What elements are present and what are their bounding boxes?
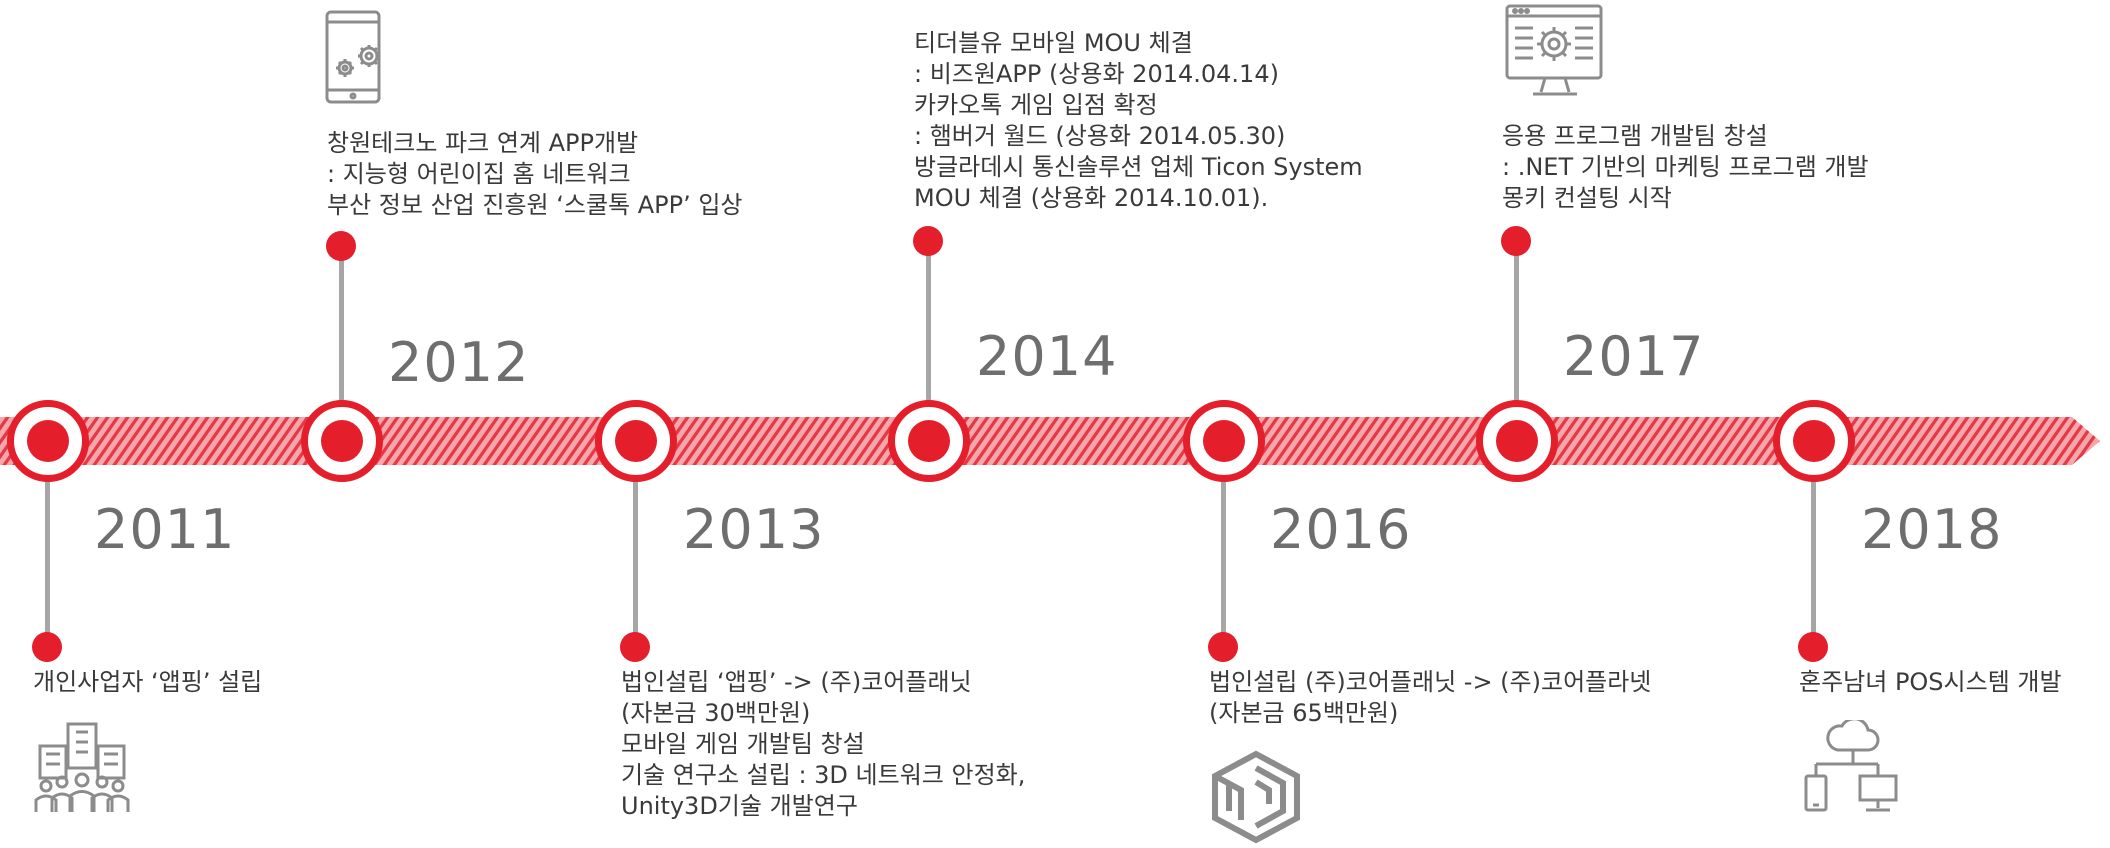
cube-logo-icon [1211, 750, 1301, 848]
marker-2016 [1183, 400, 1265, 482]
desc-2014: 티더블유 모바일 MOU 체결 : 비즈원APP (상용화 2014.04.14… [914, 28, 1363, 214]
dot-2017 [1501, 226, 1531, 256]
desc-2012: 창원테크노 파크 연계 APP개발 : 지능형 어린이집 홈 네트워크 부산 정… [327, 128, 743, 221]
stem-2011 [45, 478, 50, 648]
marker-2018 [1773, 400, 1855, 482]
stem-2018 [1811, 478, 1816, 648]
desc-line: : 지능형 어린이집 홈 네트워크 [327, 160, 631, 188]
desc-line: : 햄버거 월드 (상용화 2014.05.30) [914, 122, 1286, 150]
desc-line: Unity3D기술 개발연구 [621, 792, 858, 820]
year-2011: 2011 [94, 498, 236, 561]
desc-2016: 법인설립 (주)코어플래닛 -> (주)코어플라넷 (자본금 65백만원) [1209, 667, 1651, 729]
stem-2012 [339, 245, 344, 413]
dot-2011 [32, 632, 62, 662]
desc-2011: 개인사업자 ‘앱핑’ 설립 [33, 667, 262, 698]
dot-2012 [326, 231, 356, 261]
year-2016: 2016 [1270, 498, 1412, 561]
tablet-gears-icon [325, 10, 405, 110]
desc-line: : 비즈원APP (상용화 2014.04.14) [914, 60, 1279, 88]
desc-line: (자본금 65백만원) [1209, 699, 1399, 727]
desc-line: 티더블유 모바일 MOU 체결 [914, 29, 1193, 57]
desc-line: 혼주남녀 POS시스템 개발 [1799, 668, 2062, 696]
desc-2013: 법인설립 ‘앱핑’ -> (주)코어플래닛 (자본금 30백만원) 모바일 게임… [621, 667, 1025, 822]
desc-line: 카카오톡 게임 입점 확정 [914, 91, 1158, 119]
year-2014: 2014 [976, 325, 1118, 388]
desc-line: 몽키 컨설팅 시작 [1502, 184, 1672, 212]
desc-2017: 응용 프로그램 개발팀 창설 : .NET 기반의 마케팅 프로그램 개발 몽키… [1502, 121, 1869, 214]
marker-2013 [595, 400, 677, 482]
year-2018: 2018 [1861, 498, 2003, 561]
year-2017: 2017 [1563, 325, 1705, 388]
marker-2014 [888, 400, 970, 482]
year-2012: 2012 [388, 331, 530, 394]
desc-line: 개인사업자 ‘앱핑’ 설립 [33, 668, 263, 696]
office-building-people-icon [32, 722, 132, 820]
dot-2014 [913, 226, 943, 256]
marker-2012 [301, 400, 383, 482]
desc-line: 응용 프로그램 개발팀 창설 [1502, 122, 1768, 150]
dot-2013 [620, 632, 650, 662]
marker-2011 [7, 400, 89, 482]
monitor-settings-icon [1505, 4, 1605, 104]
desc-line: 법인설립 ‘앱핑’ -> (주)코어플래닛 [621, 668, 972, 696]
desc-line: 모바일 게임 개발팀 창설 [621, 730, 865, 758]
marker-2017 [1476, 400, 1558, 482]
stem-2016 [1221, 478, 1226, 648]
stem-2014 [926, 240, 931, 413]
desc-line: (자본금 30백만원) [621, 699, 811, 727]
desc-line: 방글라데시 통신솔루션 업체 Ticon System [914, 153, 1363, 181]
stem-2013 [633, 478, 638, 648]
dot-2018 [1798, 632, 1828, 662]
desc-line: 창원테크노 파크 연계 APP개발 [327, 129, 639, 157]
desc-line: 법인설립 (주)코어플래닛 -> (주)코어플라넷 [1209, 668, 1652, 696]
desc-line: 부산 정보 산업 진흥원 ‘스쿨톡 APP’ 입상 [327, 191, 743, 219]
desc-line: MOU 체결 (상용화 2014.10.01). [914, 184, 1269, 212]
cloud-network-devices-icon [1800, 717, 1900, 820]
desc-2018: 혼주남녀 POS시스템 개발 [1799, 667, 2062, 698]
timeline-band [0, 411, 2110, 471]
stem-2017 [1514, 240, 1519, 413]
desc-line: : .NET 기반의 마케팅 프로그램 개발 [1502, 153, 1869, 181]
dot-2016 [1208, 632, 1238, 662]
desc-line: 기술 연구소 설립 : 3D 네트워크 안정화, [621, 761, 1026, 789]
year-2013: 2013 [683, 498, 825, 561]
